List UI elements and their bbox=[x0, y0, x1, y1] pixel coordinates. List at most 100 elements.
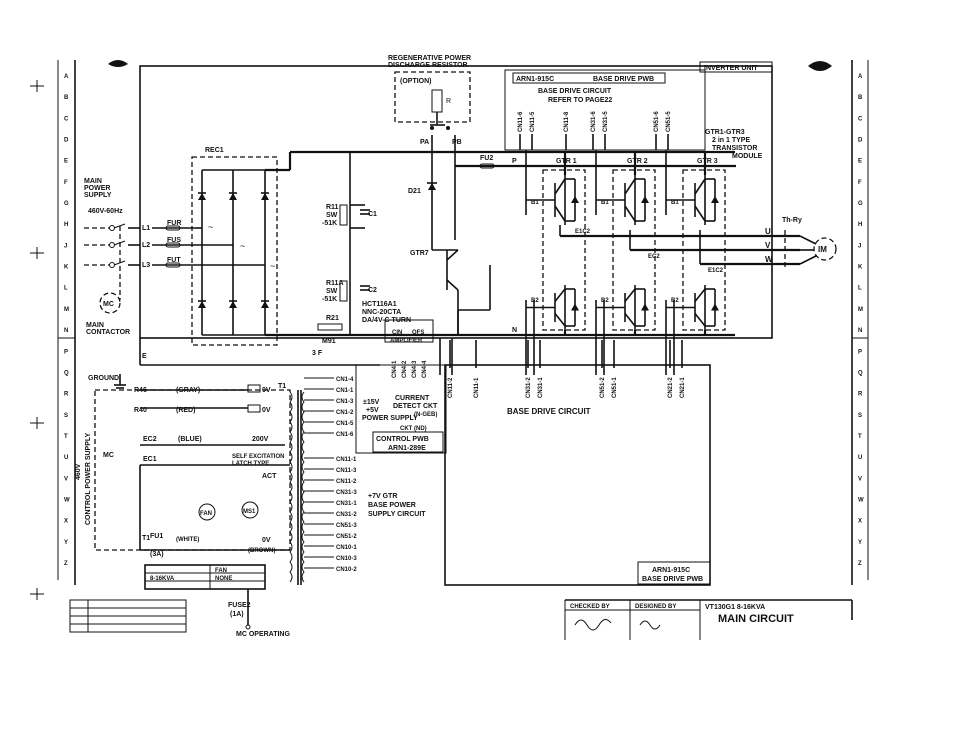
control-connector-upper: CN1-2 bbox=[336, 410, 354, 416]
row-letter-left: K bbox=[64, 265, 69, 271]
e-label: E bbox=[142, 353, 147, 360]
control-connector-upper: CN1-1 bbox=[336, 388, 354, 394]
row-letter-left: M bbox=[64, 307, 69, 313]
row-letter-right: J bbox=[858, 243, 861, 249]
control-connector-lower: CN11-3 bbox=[336, 468, 357, 474]
r11a-label: R11A bbox=[326, 280, 344, 287]
rectifier-diodes bbox=[198, 192, 269, 308]
row-letter-right: X bbox=[858, 519, 862, 525]
control-connector-lower: CN10-2 bbox=[336, 567, 357, 573]
svg-text:~: ~ bbox=[208, 222, 213, 232]
transistor-emitter bbox=[554, 313, 566, 327]
gtr-note-3: TRANSISTOR bbox=[712, 145, 757, 152]
control-supply-label: CONTROL POWER SUPPLY bbox=[85, 432, 92, 525]
gtr-supply-2: BASE POWER bbox=[368, 502, 416, 509]
dc-link: R11 SW -51K C1 R11A SW -51K C2 HCT116A1 … bbox=[312, 135, 736, 357]
fu1-value: (3A) bbox=[150, 551, 164, 558]
drawing-title: MAIN CIRCUIT bbox=[718, 613, 794, 625]
r40-label: R40 bbox=[134, 407, 147, 414]
row-letter-left: G bbox=[64, 201, 69, 207]
amplifier-label: AMPLIFIER bbox=[390, 338, 423, 344]
diode-icon bbox=[198, 301, 206, 308]
diode-icon bbox=[229, 301, 237, 308]
control-connector-lower: CN31-1 bbox=[336, 501, 357, 507]
fan-label: FAN bbox=[200, 511, 212, 517]
row-letter-left: T bbox=[64, 434, 68, 440]
fu1-label: FU1 bbox=[150, 533, 163, 540]
inverter-unit: INVERTER UNIT ARN1-915C BASE DRIVE PWB B… bbox=[139, 61, 773, 339]
pwb-bottom-name: BASE DRIVE PWB bbox=[642, 576, 703, 583]
top-connector-label: CN51-6 bbox=[654, 111, 660, 132]
t1-label-2: T1 bbox=[142, 535, 150, 542]
regen-title-1: REGENERATIVE POWER bbox=[388, 55, 471, 62]
v0-b: 0V bbox=[262, 407, 271, 414]
t1-label: T1 bbox=[278, 383, 286, 390]
v0-c: 0V bbox=[262, 537, 271, 544]
row-letter-right: U bbox=[858, 455, 862, 461]
control-connector-upper: CN1-4 bbox=[336, 377, 354, 383]
r11-label: R11 bbox=[326, 204, 339, 211]
gtr-note-4: MODULE bbox=[732, 153, 763, 160]
row-letter-right: V bbox=[858, 476, 862, 482]
row-letter-right: R bbox=[858, 392, 863, 398]
v-output: V bbox=[765, 241, 771, 250]
control-connector-upper: CN1-5 bbox=[336, 421, 354, 427]
pwb-top-name: BASE DRIVE PWB bbox=[593, 76, 654, 83]
main-contactor-1: MAIN bbox=[86, 322, 104, 329]
ec2-ctl: EC2 bbox=[143, 436, 157, 443]
v0-a: 0V bbox=[262, 387, 271, 394]
row-letter-left: S bbox=[64, 413, 68, 419]
amplifier-connector: CN4-4 bbox=[422, 360, 428, 378]
designed-by-label: DESIGNED BY bbox=[635, 604, 676, 610]
n-bus-label: N bbox=[512, 327, 517, 334]
row-letter-right: Y bbox=[858, 540, 862, 546]
b1-label-2: B1 bbox=[601, 200, 609, 206]
row-letter-left: L bbox=[64, 286, 68, 292]
transistor-modules bbox=[525, 150, 726, 375]
p5-label: +5V bbox=[366, 407, 379, 414]
row-letter-right: B bbox=[858, 95, 863, 101]
row-letter-left: V bbox=[64, 476, 68, 482]
p15-label: ±15V bbox=[363, 399, 380, 406]
gtr-note-2: 2 in 1 TYPE bbox=[712, 137, 750, 144]
refer-label: REFER TO PAGE22 bbox=[548, 97, 612, 104]
gtr-supply-3: SUPPLY CIRCUIT bbox=[368, 511, 426, 518]
gtr1-label: GTR 1 bbox=[556, 158, 577, 165]
l2-label: L2 bbox=[142, 242, 150, 249]
b1-label-3: B1 bbox=[671, 200, 679, 206]
row-letter-left: W bbox=[64, 497, 70, 503]
bottom-connector-label: CN21-2 bbox=[668, 377, 674, 398]
row-letter-left: E bbox=[64, 159, 68, 165]
top-connector-label: CN31-6 bbox=[591, 111, 597, 132]
control-connector-upper: CN1-3 bbox=[336, 399, 354, 405]
control-connector-lower: CN31-3 bbox=[336, 490, 357, 496]
gtr2-label: GTR 2 bbox=[627, 158, 648, 165]
row-letter-right: K bbox=[858, 265, 863, 271]
fu2-label: FU2 bbox=[480, 155, 493, 162]
control-pwb-no: ARN1-289E bbox=[388, 445, 426, 452]
control-power-section: E GROUND R46 (GRAY) 0V R40 (RED) 0V EC2 … bbox=[75, 338, 447, 638]
transistor-emitter bbox=[624, 205, 636, 222]
b2-label-2: B2 bbox=[601, 298, 609, 304]
row-letter-left: D bbox=[64, 138, 69, 144]
top-connector-label: CN11-8 bbox=[564, 111, 570, 132]
motor-outputs: U V W Th-Ry IM bbox=[559, 217, 837, 268]
transistor-collector bbox=[624, 178, 636, 195]
row-letter-left: Q bbox=[64, 370, 69, 376]
row-letter-left: F bbox=[64, 180, 68, 186]
row-letter-left: R bbox=[64, 392, 69, 398]
fuse2-label: FUSE2 bbox=[228, 602, 251, 609]
fur-label: FUR bbox=[167, 220, 181, 227]
ec1-ctl: EC1 bbox=[143, 456, 157, 463]
current-1: CURRENT bbox=[395, 395, 430, 402]
gtr7-label: GTR7 bbox=[410, 250, 429, 257]
main-power-3: SUPPLY bbox=[84, 192, 112, 199]
fus-label: FUS bbox=[167, 237, 181, 244]
e1c2-3: E1C2 bbox=[708, 268, 724, 274]
u-output: U bbox=[765, 227, 771, 236]
rec1-label: REC1 bbox=[205, 147, 224, 154]
row-letter-right: T bbox=[858, 434, 862, 440]
